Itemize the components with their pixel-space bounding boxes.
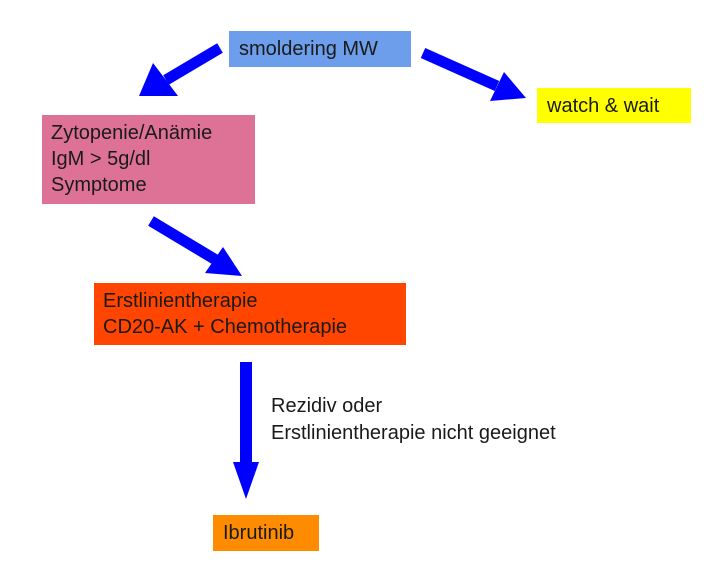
arrow-erst-to-ibru	[233, 362, 259, 499]
node-label: smoldering MW	[239, 38, 378, 60]
node-line: IgM > 5g/dl	[51, 148, 151, 170]
node-watch-and-wait: watch & wait	[537, 88, 691, 123]
node-label: watch & wait	[547, 95, 660, 117]
node-smoldering-mw: smoldering MW	[229, 31, 411, 67]
edge-label-line: Rezidiv oder	[271, 395, 383, 417]
arrow-smoldering-to-watch	[420, 47, 526, 101]
arrow-zyto-to-erst	[148, 216, 242, 276]
edge-label-line: Erstlinientherapie nicht geeignet	[271, 422, 556, 444]
node-line: CD20-AK + Chemotherapie	[103, 316, 348, 338]
node-line: Zytopenie/Anämie	[51, 122, 213, 144]
node-criteria: Zytopenie/Anämie IgM > 5g/dl Symptome	[42, 115, 255, 204]
node-line: Erstlinientherapie	[103, 290, 258, 312]
node-first-line-therapy: Erstlinientherapie CD20-AK + Chemotherap…	[94, 283, 406, 345]
node-line: Symptome	[51, 174, 147, 196]
edge-label-relapse: Rezidiv oder Erstlinientherapie nicht ge…	[271, 393, 556, 447]
arrow-smoldering-to-zyto	[139, 43, 223, 96]
node-label: Ibrutinib	[223, 522, 295, 544]
node-ibrutinib: Ibrutinib	[213, 515, 319, 551]
